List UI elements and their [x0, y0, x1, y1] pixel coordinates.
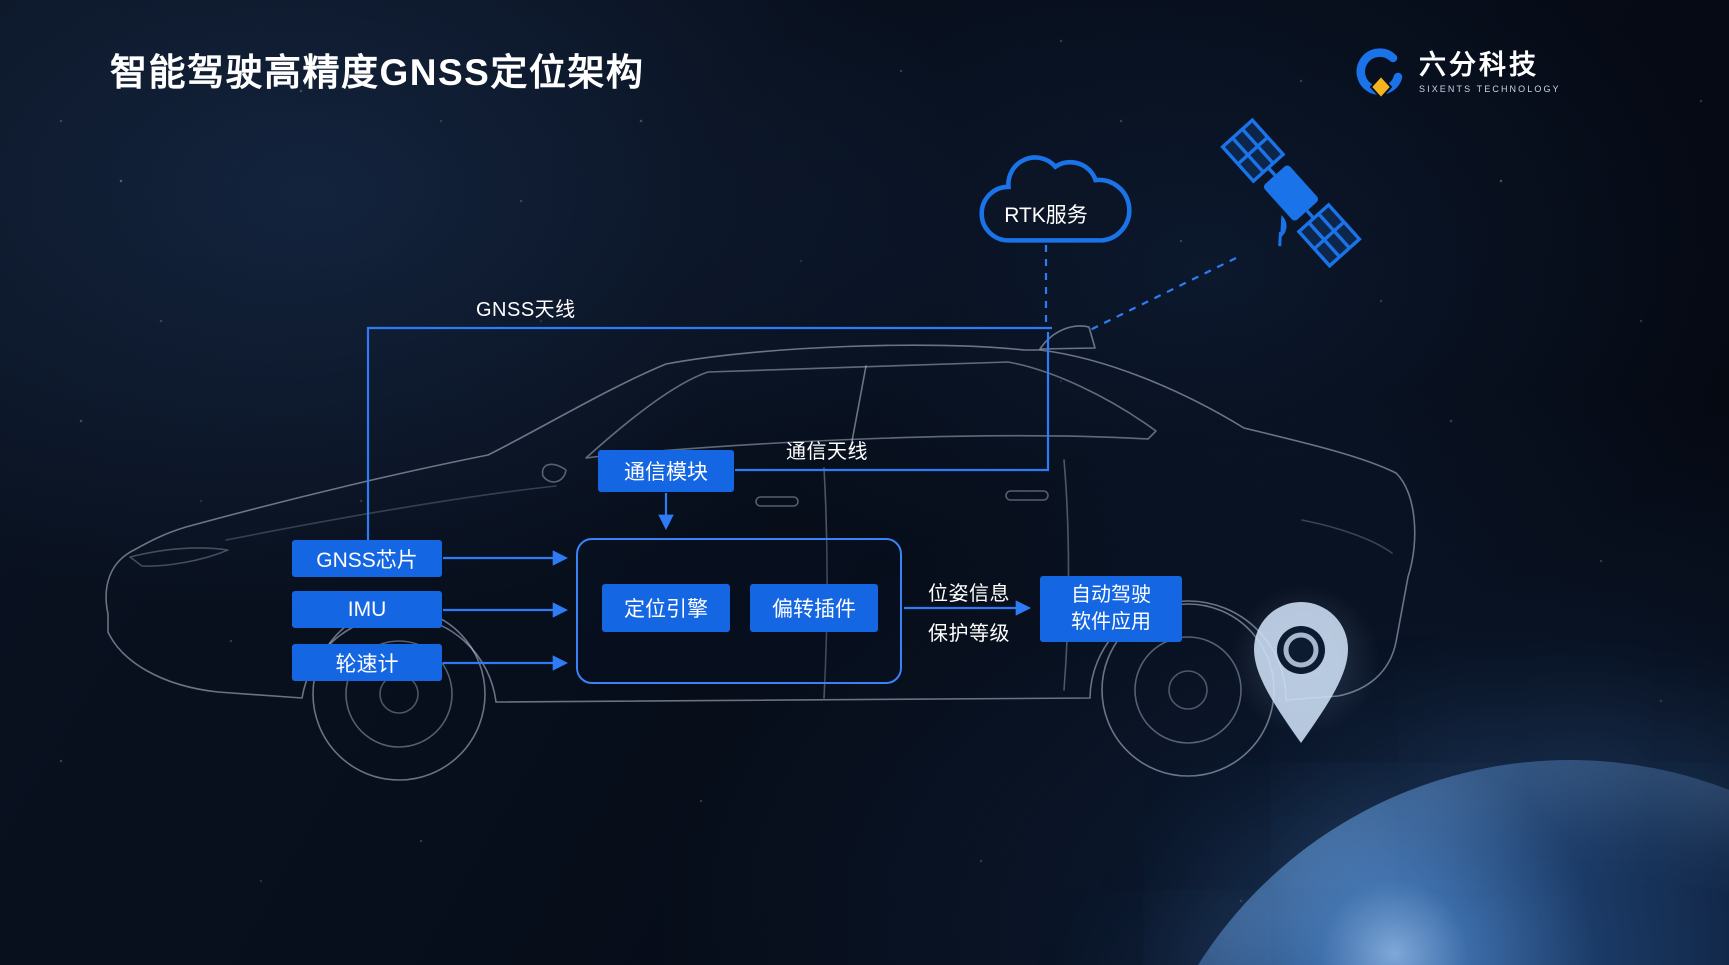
pose-info-label: 位姿信息	[928, 583, 1010, 605]
planet-decoration	[1130, 760, 1729, 965]
shark-fin-antenna	[1039, 325, 1096, 350]
page-title: 智能驾驶高精度GNSS定位架构	[110, 52, 645, 93]
comm-antenna-line	[735, 332, 1050, 472]
node-autonomous-app: 自动驾驶 软件应用	[1040, 576, 1182, 642]
starfield-decoration	[0, 0, 2, 2]
comm-antenna-label: 通信天线	[786, 441, 868, 463]
node-gnss-chip: GNSS芯片	[292, 540, 442, 577]
node-positioning-engine: 定位引擎	[602, 584, 730, 632]
node-deflection-plugin: 偏转插件	[750, 584, 878, 632]
sixents-logo-icon	[1356, 48, 1403, 100]
gnss-antenna-line	[366, 326, 1052, 540]
company-logo: 六分科技 SIXENTS TECHNOLOGY	[1354, 46, 1561, 100]
satellite-icon	[1220, 117, 1362, 269]
satellite-downlink-dashed-line	[1089, 257, 1237, 331]
node-comm-module: 通信模块	[598, 450, 734, 492]
rtk-service-label: RTK服务	[1004, 204, 1088, 227]
gnss-antenna-label: GNSS天线	[476, 299, 576, 321]
protection-level-label: 保护等级	[928, 623, 1010, 645]
node-wheel-speed: 轮速计	[292, 644, 442, 681]
pin-glow-decoration	[1230, 585, 1380, 735]
node-imu: IMU	[292, 591, 442, 628]
logo-name: 六分科技	[1419, 50, 1539, 81]
logo-tagline: SIXENTS TECHNOLOGY	[1419, 83, 1561, 94]
